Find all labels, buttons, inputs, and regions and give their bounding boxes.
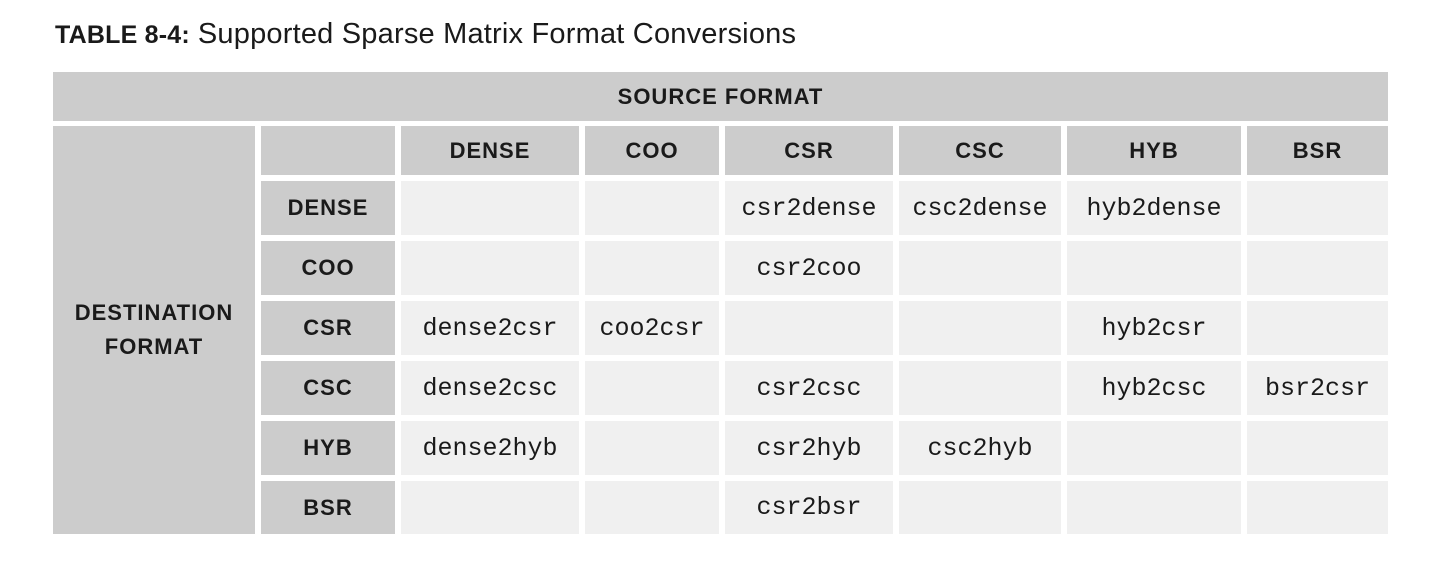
table-cell: csc2dense [899,181,1061,235]
table-corner-cell [261,126,395,175]
table-caption-label: TABLE 8-4: [55,21,190,49]
table-cell [1067,481,1241,534]
column-header: COO [585,126,719,175]
column-header: HYB [1067,126,1241,175]
destination-format-header: DESTINATION FORMAT [53,126,255,534]
table-cell: dense2hyb [401,421,579,475]
table-cell [1247,181,1388,235]
table-cell [585,421,719,475]
table-cell: hyb2dense [1067,181,1241,235]
table-cell [1247,481,1388,534]
table-cell: hyb2csr [1067,301,1241,355]
table-cell [725,301,893,355]
table-cell: csr2coo [725,241,893,295]
row-header: HYB [261,421,395,475]
table-cell: csr2hyb [725,421,893,475]
table-cell [585,181,719,235]
table-cell [585,361,719,415]
row-header: CSC [261,361,395,415]
table-cell: hyb2csc [1067,361,1241,415]
table-cell [1247,421,1388,475]
table-cell: dense2csc [401,361,579,415]
table-cell: csr2csc [725,361,893,415]
table-cell: bsr2csr [1247,361,1388,415]
table-cell: coo2csr [585,301,719,355]
table-cell [401,181,579,235]
table-cell [899,361,1061,415]
column-header: BSR [1247,126,1388,175]
table-caption-title: Supported Sparse Matrix Format Conversio… [197,18,797,50]
table-cell [1067,241,1241,295]
table-cell: csr2dense [725,181,893,235]
table-cell [1067,421,1241,475]
column-header: CSR [725,126,893,175]
destination-format-header-line: DESTINATION [74,300,234,325]
table-cell: csr2bsr [725,481,893,534]
table-cell [585,481,719,534]
column-header: CSC [899,126,1061,175]
table-cell [899,301,1061,355]
table-cell: csc2hyb [899,421,1061,475]
table-cell [899,241,1061,295]
column-header: DENSE [401,126,579,175]
row-header: DENSE [261,181,395,235]
row-header: BSR [261,481,395,534]
table-cell [401,241,579,295]
row-header: CSR [261,301,395,355]
table-cell [585,241,719,295]
table-cell [401,481,579,534]
table-caption: TABLE 8-4:Supported Sparse Matrix Format… [55,18,796,51]
table-cell [1247,301,1388,355]
destination-format-header-line: FORMAT [104,334,204,359]
source-format-header: SOURCE FORMAT [53,72,1388,121]
table-cell: dense2csr [401,301,579,355]
row-header: COO [261,241,395,295]
table-cell [899,481,1061,534]
table-cell [1247,241,1388,295]
